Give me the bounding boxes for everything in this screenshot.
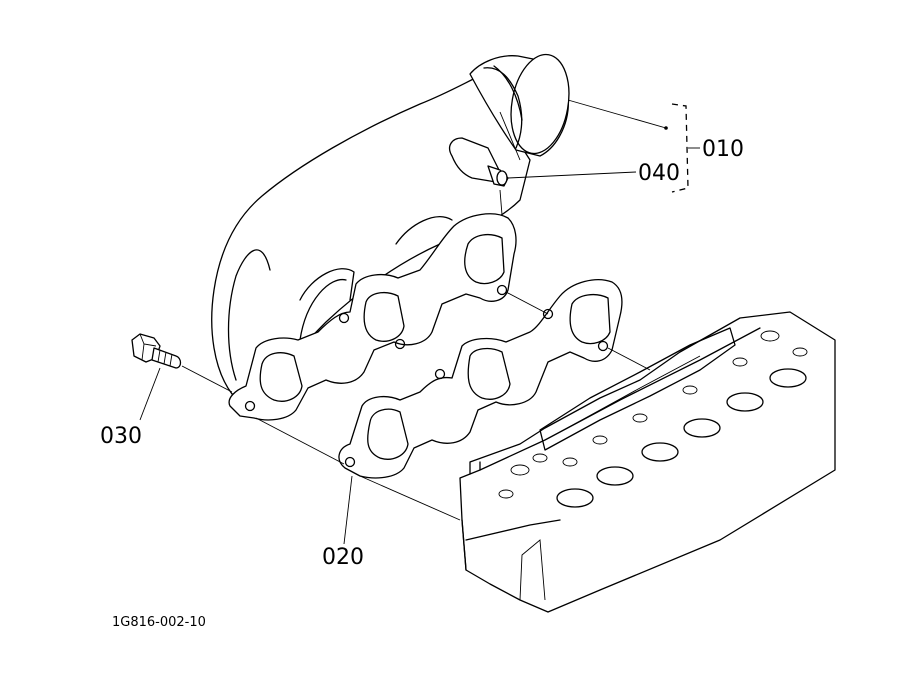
leader-lines xyxy=(139,99,700,545)
exhaust-gasket xyxy=(338,279,623,479)
callout-040: 040 xyxy=(638,161,680,186)
callout-020: 020 xyxy=(322,545,364,570)
figure-code: 1G816-002-10 xyxy=(112,615,206,630)
callout-030: 030 xyxy=(100,424,142,449)
breather-pipe xyxy=(448,137,509,187)
cylinder-head xyxy=(459,311,836,613)
callout-010: 010 xyxy=(702,137,744,162)
manifold-bolt xyxy=(131,333,182,369)
